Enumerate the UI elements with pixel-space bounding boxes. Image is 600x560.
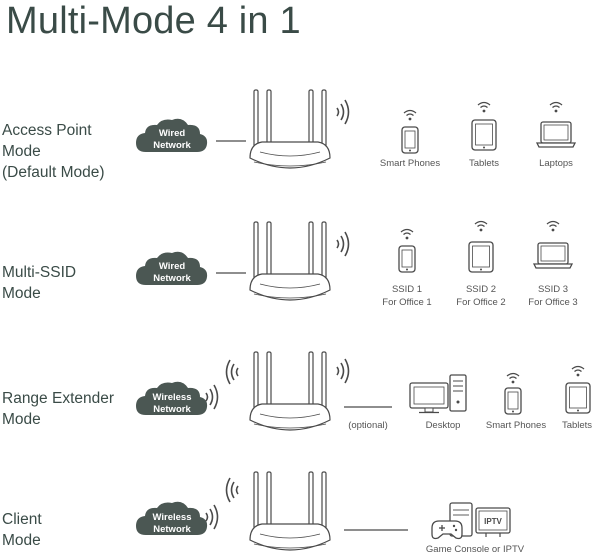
router-icon — [249, 471, 331, 551]
mode-label-line: Access Point — [2, 122, 92, 139]
wifi-waves-icon — [205, 384, 219, 410]
router-icon — [249, 221, 331, 301]
caption-line: Smart Phones — [379, 158, 441, 169]
iptv-screen-label: IPTV — [484, 517, 502, 526]
wifi-icon — [477, 101, 491, 114]
tablet-icon — [565, 382, 591, 414]
source-label: Wired — [159, 128, 186, 139]
source-label: Wireless — [153, 392, 192, 403]
mode-label-line: Mode — [2, 411, 41, 428]
device-caption: Smart Phones — [478, 419, 554, 432]
laptop-icon — [536, 121, 576, 148]
tablet-icon — [471, 119, 497, 151]
wifi-icon — [549, 101, 563, 114]
wifi-waves-icon — [336, 99, 350, 125]
row-multi-ssid — [136, 220, 573, 301]
device-caption: Smart Phones — [370, 157, 450, 170]
caption-line: Desktop — [425, 420, 461, 431]
page-title: Multi-Mode 4 in 1 — [6, 0, 301, 42]
wifi-icon — [506, 372, 520, 385]
caption-line: (optional) — [348, 420, 388, 431]
game-console-iptv-icon — [431, 502, 511, 540]
caption-line: SSID 2 — [465, 284, 497, 295]
row-range-extender — [136, 351, 591, 431]
caption-line: For Office 3 — [528, 297, 578, 308]
laptop-icon — [533, 242, 573, 269]
wifi-waves-icon — [225, 359, 239, 385]
device-caption: SSID 2 For Office 2 — [441, 283, 521, 309]
mode-label-access-point: Access Point Mode (Default Mode) — [2, 120, 105, 183]
source-label: Network — [153, 273, 191, 284]
wifi-icon — [571, 365, 585, 378]
device-caption: Tablets — [555, 419, 599, 432]
mode-label-line: Range Extender — [2, 390, 115, 407]
smartphone-icon — [504, 387, 522, 415]
mode-label-line: Mode — [2, 143, 41, 160]
wifi-icon — [403, 109, 417, 122]
optional-label: (optional) — [330, 419, 406, 432]
caption-line: SSID 3 — [537, 284, 569, 295]
mode-label-line: Mode — [2, 532, 41, 549]
device-caption: SSID 1 For Office 1 — [367, 283, 447, 309]
caption-line: For Office 2 — [456, 297, 506, 308]
row-client — [136, 471, 511, 551]
wifi-waves-icon — [205, 504, 219, 530]
device-caption: Desktop — [408, 419, 478, 432]
wifi-waves-icon — [225, 477, 239, 503]
caption-line: Smart Phones — [485, 420, 547, 431]
source-label: Wireless — [153, 512, 192, 523]
tablet-icon — [468, 241, 494, 273]
device-caption: Tablets — [449, 157, 519, 170]
caption-line: Game Console or IPTV — [425, 544, 525, 555]
smartphone-icon — [401, 126, 419, 154]
device-caption: SSID 3 For Office 3 — [513, 283, 593, 309]
wifi-icon — [546, 220, 560, 233]
source-label: Network — [153, 404, 191, 415]
device-caption: Game Console or IPTV — [420, 543, 530, 556]
mode-label-line: Mode — [2, 285, 41, 302]
mode-label-line: (Default Mode) — [2, 164, 105, 181]
mode-label-client: Client Mode — [2, 509, 42, 551]
mode-label-line: Multi-SSID — [2, 264, 77, 281]
device-caption: Laptops — [521, 157, 591, 170]
source-label: Network — [153, 140, 191, 151]
mode-label-range-extender: Range Extender Mode — [2, 388, 114, 430]
mode-label-line: Client — [2, 511, 42, 528]
wifi-waves-icon — [336, 231, 350, 257]
source-label: Network — [153, 524, 191, 535]
caption-line: For Office 1 — [382, 297, 432, 308]
wifi-waves-icon — [336, 358, 350, 384]
mode-label-multi-ssid: Multi-SSID Mode — [2, 262, 76, 304]
caption-line: Tablets — [468, 158, 500, 169]
router-icon — [249, 351, 331, 431]
row-access-point — [136, 89, 576, 169]
source-label: Wired — [159, 261, 186, 272]
caption-line: Laptops — [539, 158, 573, 169]
smartphone-icon — [398, 245, 416, 273]
caption-line: Tablets — [561, 420, 593, 431]
caption-line: SSID 1 — [391, 284, 423, 295]
wifi-icon — [474, 220, 488, 233]
desktop-icon — [409, 374, 467, 414]
wifi-icon — [400, 228, 414, 241]
router-icon — [249, 89, 331, 169]
